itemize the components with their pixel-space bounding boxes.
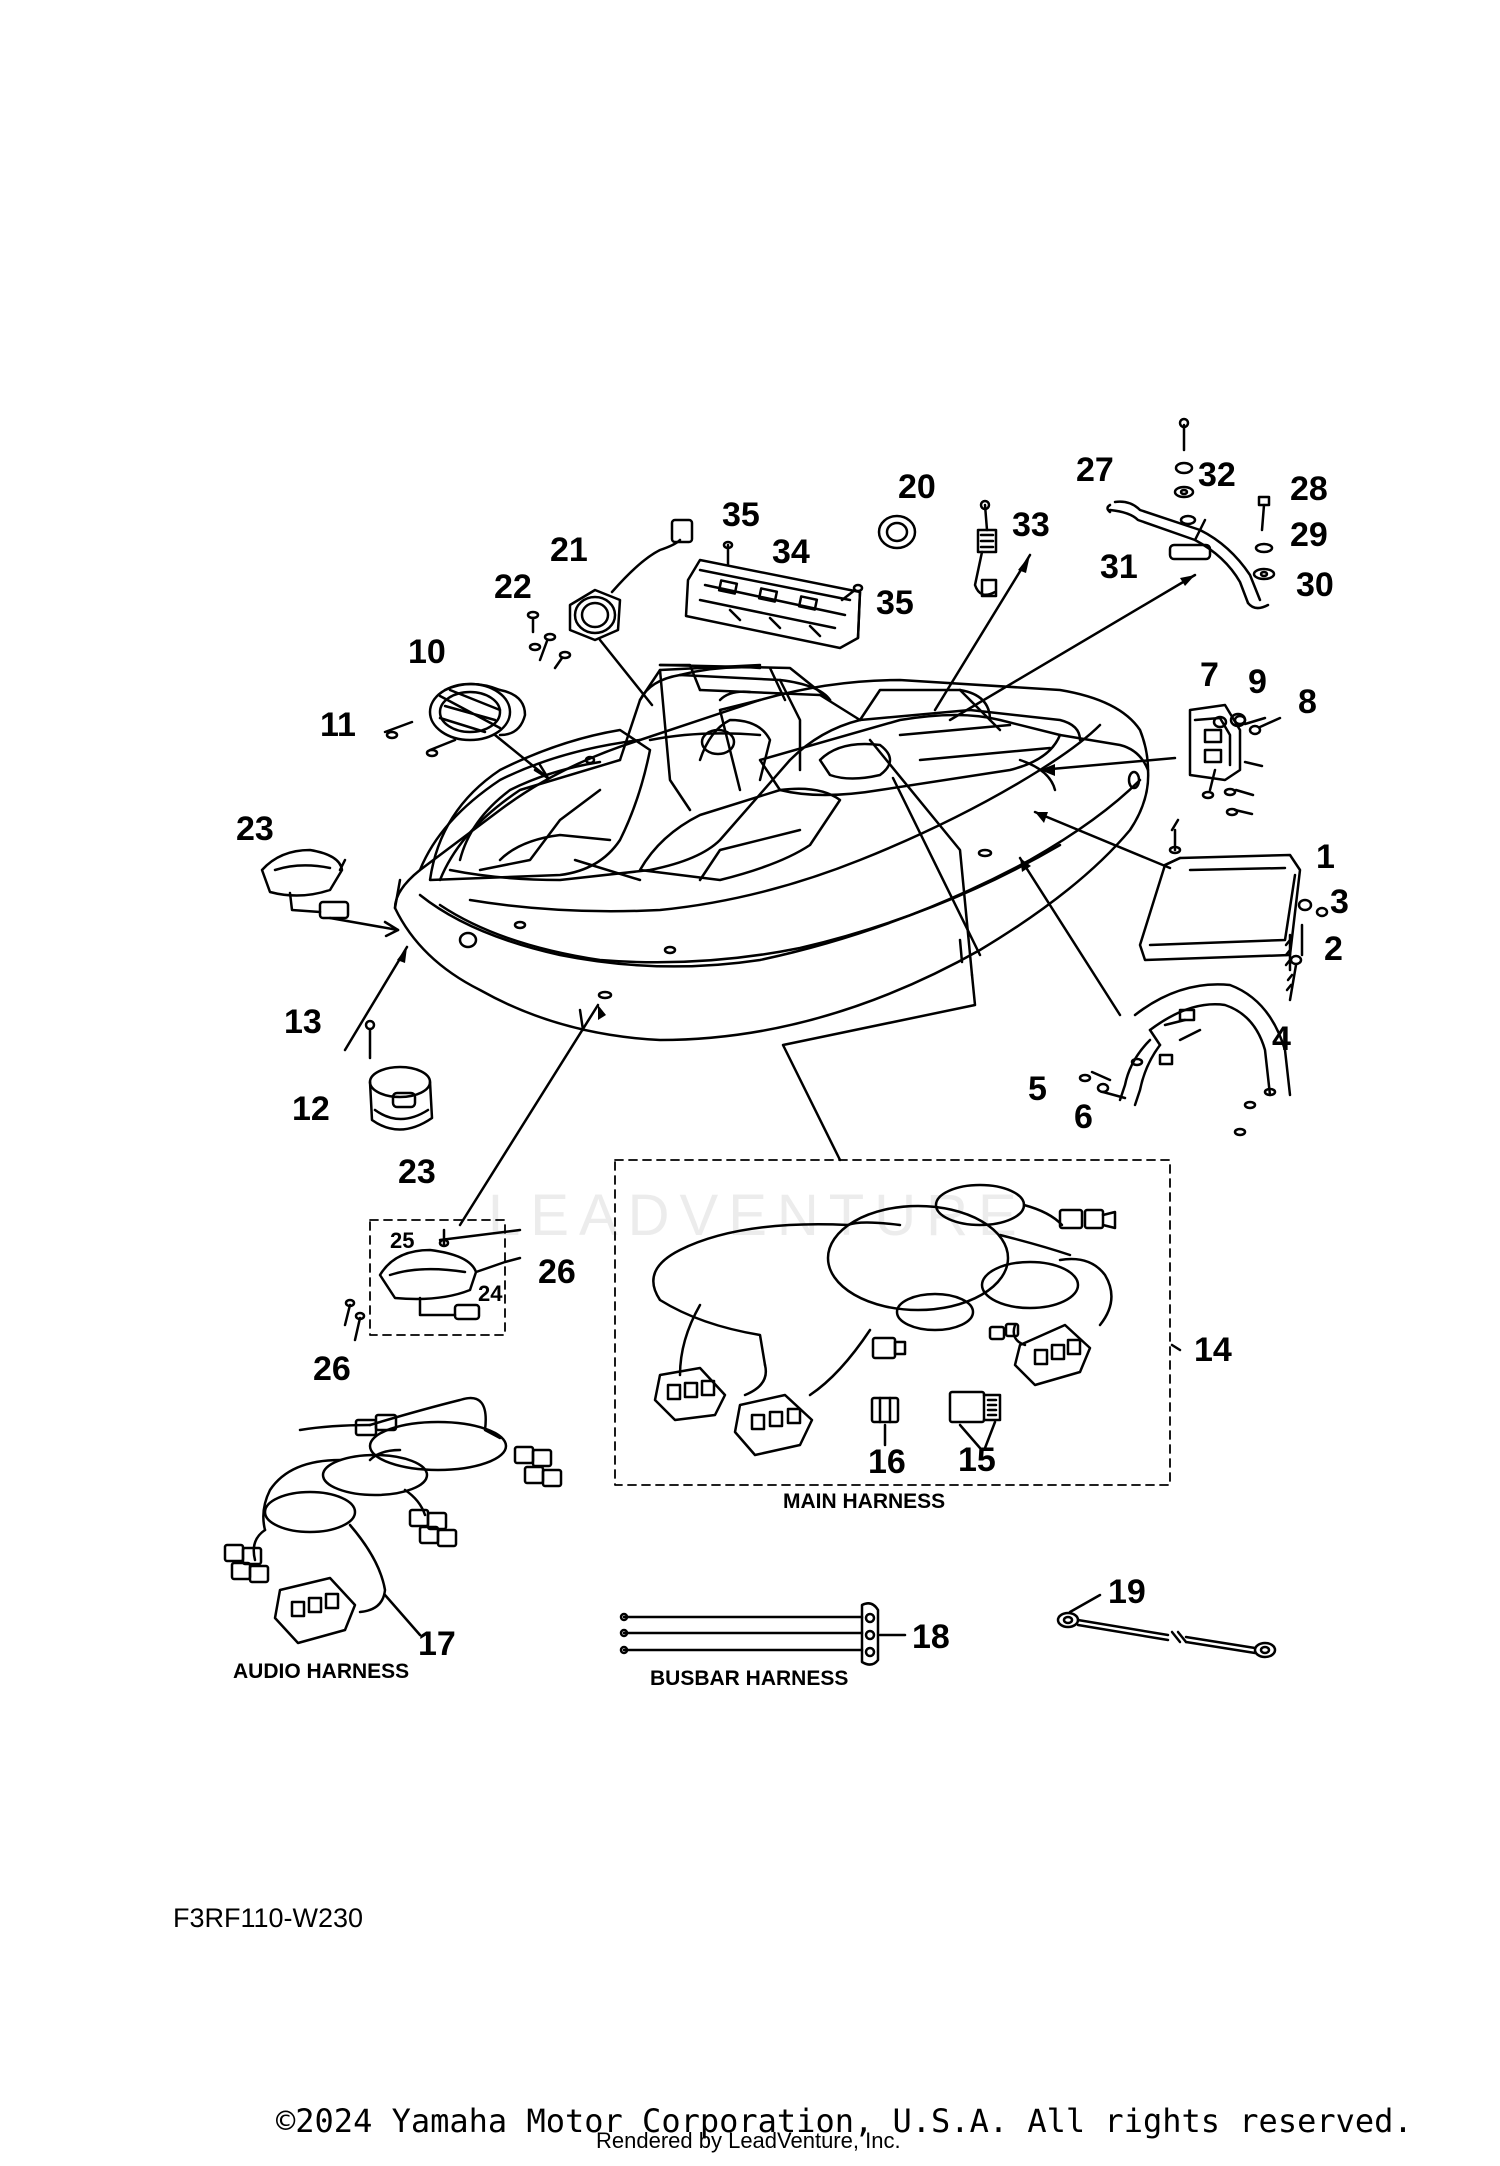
main-harness-label: MAIN HARNESS <box>783 1490 946 1513</box>
main-harness-connectors <box>653 1208 1117 1457</box>
part-22-screws <box>526 610 572 670</box>
callout-13: 13 <box>284 1003 322 1041</box>
callout-24: 24 <box>478 1281 503 1306</box>
callout-22: 22 <box>494 568 532 606</box>
watermark: LEADVENTURE <box>488 1183 1027 1248</box>
boat-hull <box>393 678 1150 1042</box>
callout-18: 18 <box>912 1618 950 1656</box>
callout-9: 9 <box>1248 663 1267 701</box>
leader-lines <box>328 553 1197 1227</box>
boat-cockpit <box>428 713 1062 882</box>
callout-16: 16 <box>868 1443 906 1481</box>
callout-10: 10 <box>408 633 446 671</box>
boat-windshield-frame <box>618 663 1082 812</box>
part-10-speaker <box>428 682 527 742</box>
callout-28: 28 <box>1290 470 1328 508</box>
copyright-notice: ©2024 Yamaha Motor Corporation, U.S.A. A… <box>276 2102 1413 2140</box>
callout-8: 8 <box>1298 683 1317 721</box>
callout-26-right: 26 <box>538 1253 576 1291</box>
part-34-panel <box>684 558 862 650</box>
callout-30: 30 <box>1296 566 1334 604</box>
callout-1: 1 <box>1316 838 1335 876</box>
part-23-group <box>343 1219 522 1342</box>
part-8-9-screws <box>1229 712 1282 736</box>
audio-harness <box>223 1396 563 1645</box>
callout-34: 34 <box>772 533 810 571</box>
part-1-module <box>1138 818 1302 962</box>
callout-33: 33 <box>1012 506 1050 544</box>
callout-2: 2 <box>1324 930 1343 968</box>
callout-26-left: 26 <box>313 1350 351 1388</box>
callout-23-upper: 23 <box>236 810 274 848</box>
callout-3: 3 <box>1330 883 1349 921</box>
callout-17: 17 <box>418 1625 456 1663</box>
callout-19: 19 <box>1108 1573 1146 1611</box>
callout-5: 5 <box>1028 1070 1047 1108</box>
part-23-upper-light <box>260 848 350 920</box>
callout-29: 29 <box>1290 516 1328 554</box>
callout-20: 20 <box>898 468 936 506</box>
part-11-screws <box>383 720 457 758</box>
part-33-sensor <box>973 499 998 598</box>
callout-35-left: 35 <box>722 496 760 534</box>
arrow-heads <box>397 555 1195 1020</box>
cable-19 <box>1056 1593 1277 1659</box>
callout-31: 31 <box>1100 548 1138 586</box>
callout-23-lower: 23 <box>398 1153 436 1191</box>
audio-harness-connectors <box>223 1413 563 1645</box>
part-5-6-screws <box>1090 1070 1127 1100</box>
part-20-grommet <box>877 514 917 550</box>
rendered-by-notice: Rendered by LeadVenture, Inc. <box>596 2128 901 2153</box>
part-7-relay-box <box>1188 703 1267 817</box>
callout-25: 25 <box>390 1228 415 1253</box>
callout-15: 15 <box>958 1441 996 1479</box>
callout-32: 32 <box>1198 456 1236 494</box>
callout-21: 21 <box>550 531 588 569</box>
callout-6: 6 <box>1074 1098 1093 1136</box>
audio-harness-label: AUDIO HARNESS <box>233 1660 410 1683</box>
busbar-harness-label: BUSBAR HARNESS <box>650 1667 849 1690</box>
callout-27: 27 <box>1076 451 1114 489</box>
callout-12: 12 <box>292 1090 330 1128</box>
part-12-light <box>364 1019 434 1131</box>
busbar-harness <box>619 1602 907 1666</box>
part-35-screws <box>722 540 864 602</box>
callout-4: 4 <box>1272 1020 1291 1058</box>
callout-35-right: 35 <box>876 584 914 622</box>
callout-7: 7 <box>1200 656 1219 694</box>
part-27-32-handle <box>1106 417 1276 610</box>
part-4-brackets <box>1078 983 1292 1137</box>
diagram-code: F3RF110-W230 <box>173 1903 364 1933</box>
part-21-ring <box>568 518 694 642</box>
main-harness <box>614 1159 1182 1486</box>
callout-14: 14 <box>1194 1331 1232 1369</box>
callout-11: 11 <box>320 706 356 744</box>
part-2-3-fasteners <box>1284 898 1329 1002</box>
